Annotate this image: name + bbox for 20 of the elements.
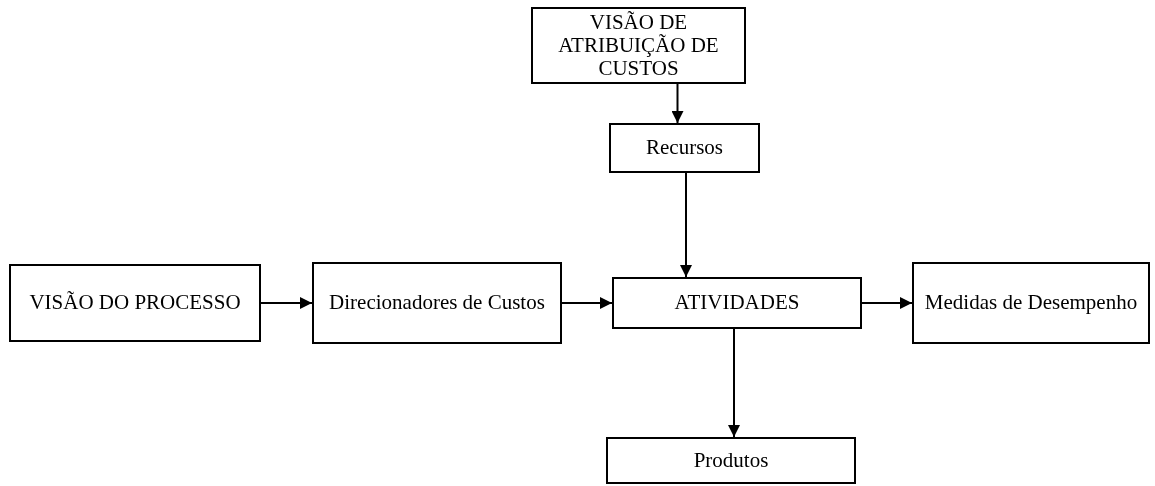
box-label: VISÃO DE ATRIBUIÇÃO DE CUSTOS bbox=[557, 10, 720, 81]
process-box bbox=[9, 264, 261, 342]
arrow bbox=[728, 328, 740, 438]
process-box bbox=[612, 277, 862, 329]
box-label: Direcionadores de Custos bbox=[329, 291, 545, 315]
arrow bbox=[260, 297, 313, 309]
process-box bbox=[609, 123, 760, 173]
arrow bbox=[680, 172, 692, 278]
box-label: Medidas de Desempenho bbox=[924, 291, 1138, 315]
box-label: ATIVIDADES bbox=[674, 291, 800, 315]
box-label: Produtos bbox=[693, 448, 769, 473]
arrow bbox=[861, 297, 913, 309]
arrow bbox=[561, 297, 613, 309]
process-box bbox=[912, 262, 1150, 344]
box-label: Recursos bbox=[646, 136, 723, 160]
arrow bbox=[671, 83, 684, 124]
process-box bbox=[606, 437, 856, 484]
process-box bbox=[312, 262, 562, 344]
process-box bbox=[531, 7, 746, 84]
box-label: VISÃO DO PROCESSO bbox=[29, 291, 241, 315]
